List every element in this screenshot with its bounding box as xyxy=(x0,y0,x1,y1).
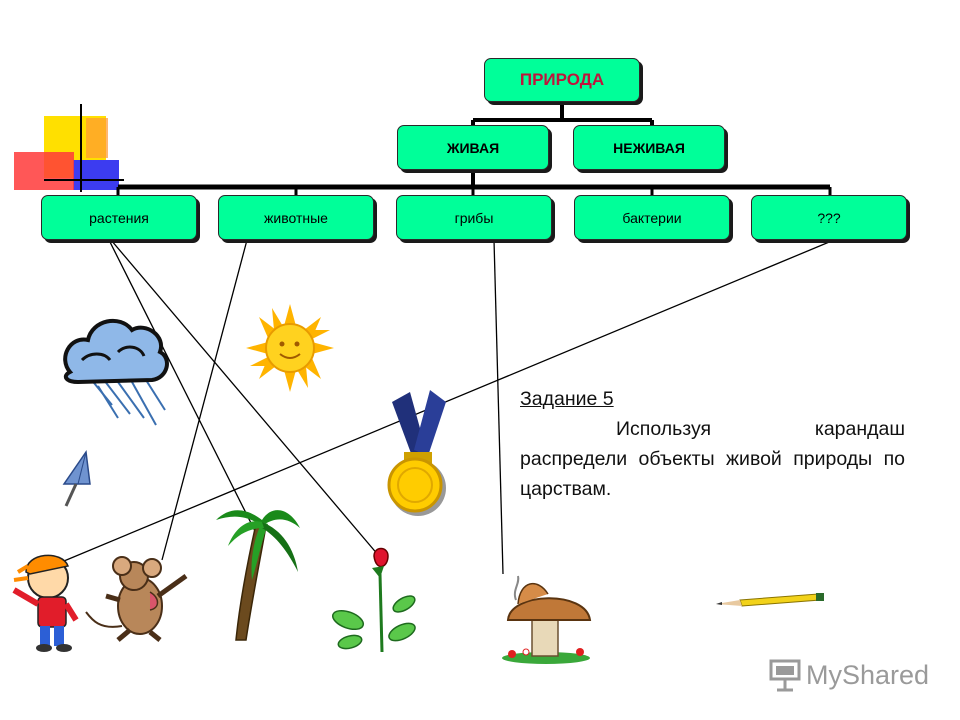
node-griby: грибы xyxy=(396,195,552,240)
task-title: Задание 5 xyxy=(520,388,614,410)
umbrella-icon xyxy=(62,449,91,507)
node-rasteniya: растения xyxy=(41,195,197,240)
logo-text: MyShared xyxy=(806,660,930,690)
mushroom-icon xyxy=(502,575,592,664)
node-zhivotnye: животные xyxy=(218,195,374,240)
node-priroda: ПРИРОДА xyxy=(484,58,640,102)
boy-icon xyxy=(12,554,79,652)
medal-icon xyxy=(387,390,446,516)
node-zhivaya: ЖИВАЯ xyxy=(397,125,549,170)
pencil-icon xyxy=(716,593,824,607)
palm-tree-icon xyxy=(216,510,300,641)
sun-icon xyxy=(246,304,334,392)
task-block: Задание 5 Используя карандаш распредели … xyxy=(520,384,905,504)
mouse-icon xyxy=(85,556,188,642)
task-body: Используя карандаш распредели объекты жи… xyxy=(520,418,905,500)
myshared-logo: MyShared xyxy=(766,656,930,696)
rain-cloud-icon xyxy=(63,319,169,426)
node-bakterii: бактерии xyxy=(574,195,730,240)
rose-icon xyxy=(331,547,416,653)
node-nezhivaya: НЕЖИВАЯ xyxy=(573,125,725,170)
projector-icon xyxy=(769,659,801,692)
node-unknown: ??? xyxy=(751,195,907,240)
